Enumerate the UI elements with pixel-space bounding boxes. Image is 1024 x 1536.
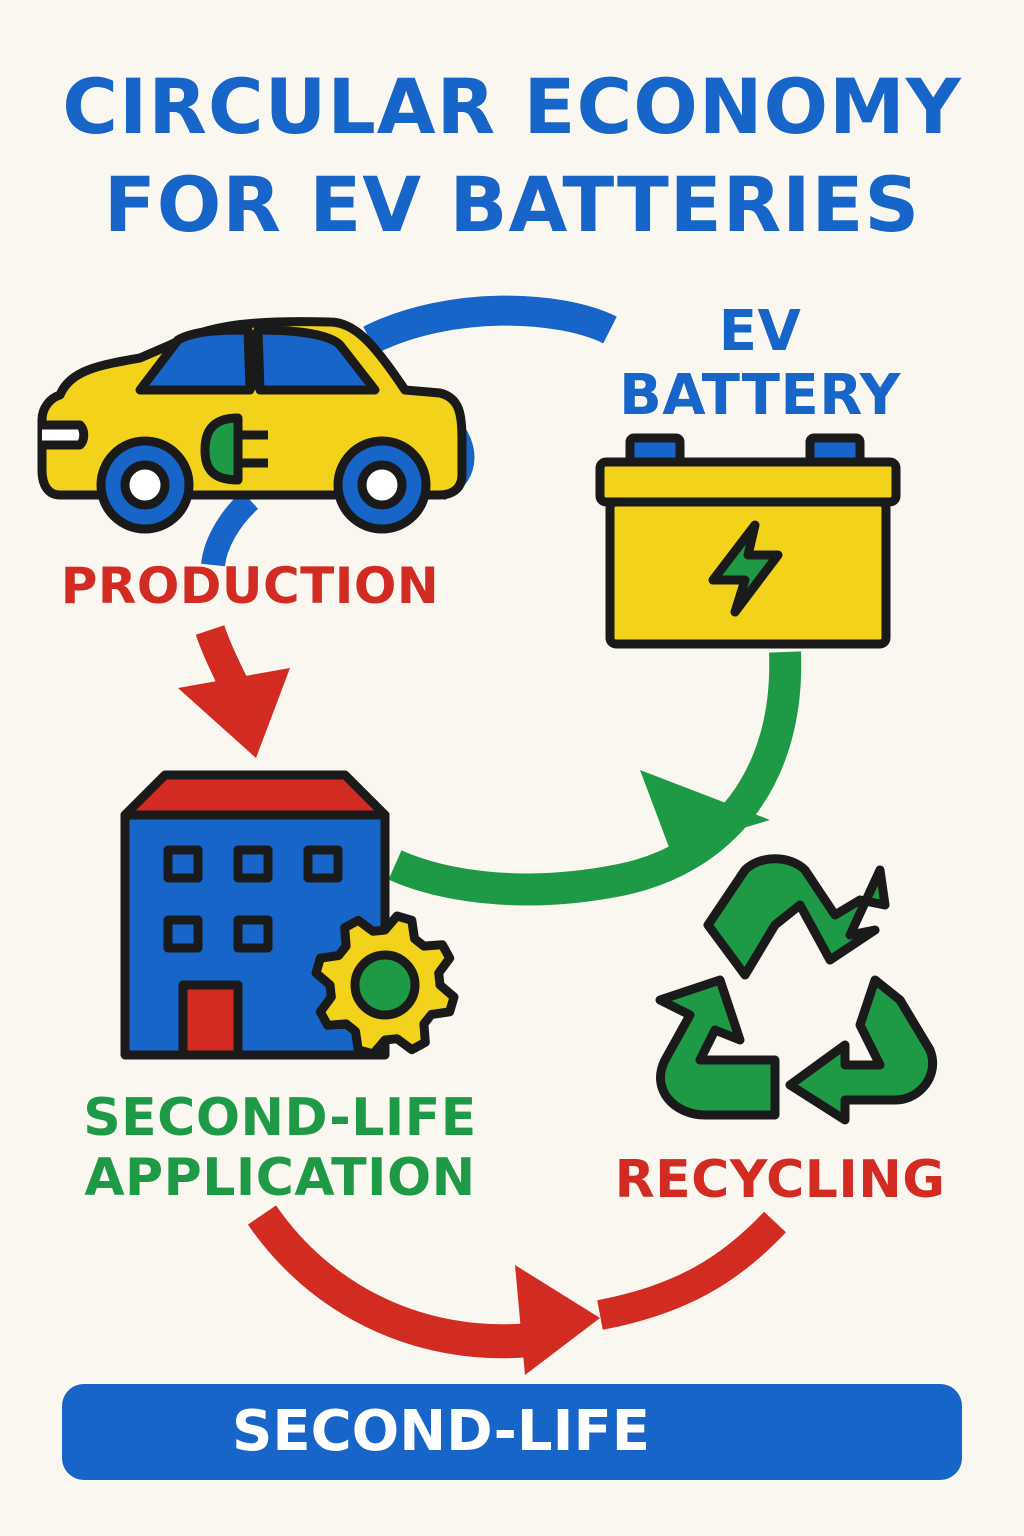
recycle-icon bbox=[655, 854, 938, 1125]
stage-label-recycling: RECYCLING bbox=[614, 1150, 946, 1210]
stage-label-ev-battery: EV BATTERY bbox=[600, 300, 920, 428]
footer-banner: SECOND-LIFE bbox=[62, 1384, 962, 1480]
stage-label-second-life-application: SECOND-LIFE APPLICATION bbox=[40, 1088, 520, 1208]
title-line-1: CIRCULAR ECONOMY bbox=[62, 62, 962, 151]
battery-icon bbox=[595, 433, 901, 649]
blue-connector-arc bbox=[363, 295, 617, 354]
page-title: CIRCULAR ECONOMY FOR EV BATTERIES bbox=[0, 58, 1024, 254]
blue-connector-arc-left bbox=[201, 491, 259, 567]
gear-icon bbox=[311, 911, 459, 1059]
footer-banner-label: SECOND-LIFE bbox=[232, 1399, 650, 1464]
gear-hub bbox=[350, 950, 420, 1020]
title-line-2: FOR EV BATTERIES bbox=[103, 160, 921, 249]
stage-label-production: PRODUCTION bbox=[60, 557, 440, 615]
battery-label-line-2: BATTERY bbox=[619, 363, 901, 428]
second-life-label-line-1: SECOND-LIFE bbox=[83, 1088, 477, 1148]
red-bottom-arc bbox=[247, 1205, 786, 1375]
electric-car-icon bbox=[37, 317, 467, 534]
green-arrow-arc bbox=[388, 651, 802, 906]
second-life-label-line-2: APPLICATION bbox=[84, 1148, 476, 1208]
battery-label-line-1: EV bbox=[718, 299, 802, 364]
red-arrow-down bbox=[178, 625, 290, 758]
